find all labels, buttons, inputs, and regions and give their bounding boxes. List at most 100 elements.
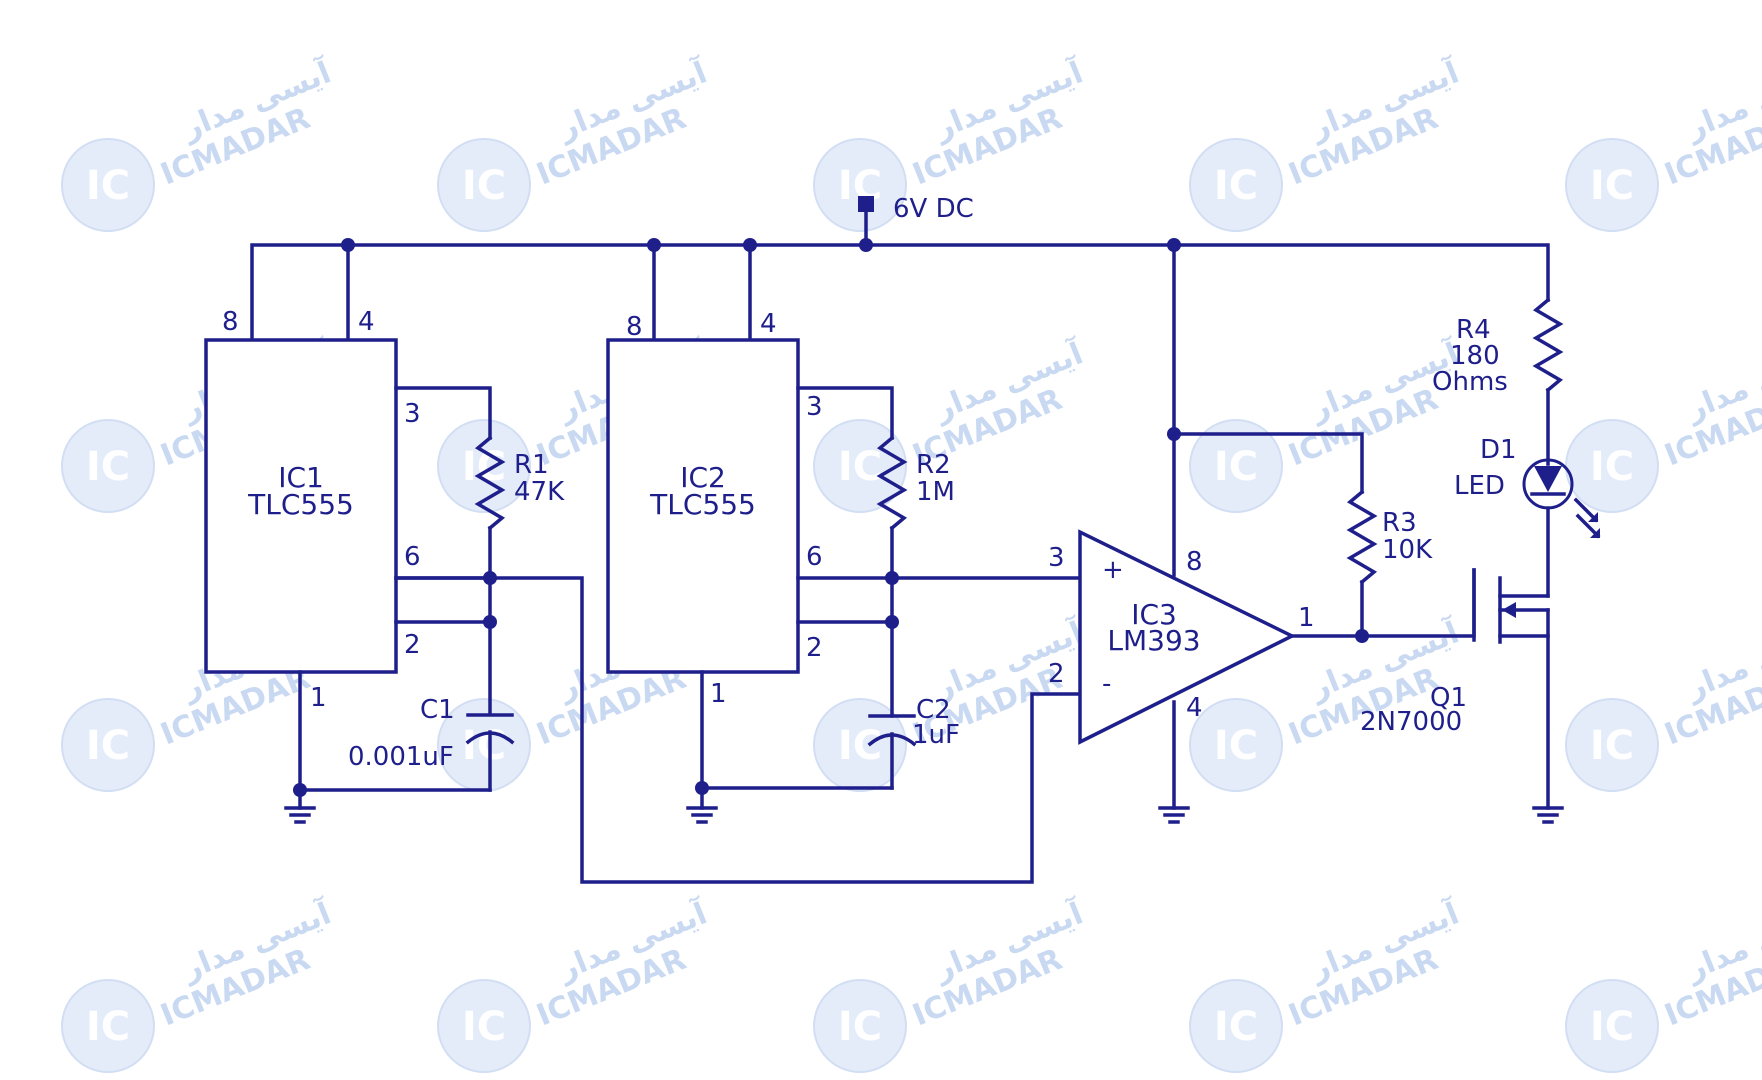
watermark-badge: IC	[86, 723, 130, 769]
r3-value: 10K	[1382, 535, 1433, 565]
junctions	[293, 238, 1369, 797]
watermark-badge: IC	[86, 163, 130, 209]
ic3-pin1: 1	[1298, 603, 1315, 633]
ic2-timer: IC2 TLC555 8 4 3 6 2 1	[606, 309, 823, 709]
ic2-pin2: 2	[806, 633, 823, 663]
c1-value: 0.001uF	[348, 742, 454, 772]
junction-dot	[1167, 427, 1181, 441]
ic3-body	[1078, 529, 1296, 745]
watermark-badge: IC	[86, 444, 130, 490]
ic3-comparator: + - IC3 LM393 3 2 8 4 1	[1048, 529, 1315, 824]
d1-name: D1	[1480, 435, 1517, 465]
r2-name: R2	[916, 450, 951, 480]
ic3-minus: -	[1102, 669, 1111, 699]
ic2-pin4: 4	[760, 309, 777, 339]
junction-dot	[483, 615, 497, 629]
r1-resistor	[474, 435, 506, 531]
watermark-badge: IC	[1214, 444, 1258, 490]
ic2-pin6: 6	[806, 542, 823, 572]
r4-resistor	[1532, 297, 1564, 393]
ic3-pin3: 3	[1048, 543, 1065, 573]
ic1-pin1: 1	[310, 683, 327, 713]
supply-rail: 6V DC	[250, 194, 1550, 577]
junction-dot	[885, 571, 899, 585]
ic1-pin6: 6	[404, 542, 421, 572]
watermark-badge: IC	[1214, 163, 1258, 209]
junction-dot	[483, 571, 497, 585]
watermark-badge: IC	[1214, 1004, 1258, 1050]
ic2-body	[606, 338, 800, 674]
r2-value: 1M	[916, 477, 955, 507]
junction-dot	[1167, 238, 1181, 252]
junction-dot	[293, 783, 307, 797]
ic1-timer: IC1 TLC555 8 4 3 6 2 1	[204, 307, 421, 713]
junction-dot	[695, 781, 709, 795]
junction-dot	[647, 238, 661, 252]
d1-emission-arrow	[1573, 497, 1599, 523]
ic2-pin1: 1	[710, 679, 727, 709]
d1-value: LED	[1454, 471, 1505, 501]
ic1-pin3: 3	[404, 399, 421, 429]
watermark-badge: IC	[1590, 1004, 1634, 1050]
junction-dot	[743, 238, 757, 252]
q1-value: 2N7000	[1360, 707, 1462, 737]
r4-value-line1: 180	[1450, 341, 1500, 371]
r1-value: 47K	[514, 477, 565, 507]
ic2-pin8: 8	[626, 312, 643, 342]
junction-dot	[859, 238, 873, 252]
c2-name: C2	[916, 695, 951, 725]
watermark-badge: IC	[838, 444, 882, 490]
ic3-name: IC3	[1131, 598, 1177, 631]
d1-led	[1534, 466, 1562, 492]
watermark-badge: IC	[838, 723, 882, 769]
led-driver: R4 180 Ohms D1 LED Q1 2N7000	[1360, 297, 1601, 824]
r2-resistor	[876, 435, 908, 531]
ic2-network: R2 1M C2 1uF	[686, 386, 1082, 824]
ic1-pin8: 8	[222, 307, 239, 337]
ic3-pin2: 2	[1048, 659, 1065, 689]
watermark-badge: IC	[1214, 723, 1258, 769]
r4-name: R4	[1456, 315, 1491, 345]
watermark-badge: IC	[1590, 444, 1634, 490]
q1-name: Q1	[1430, 683, 1467, 713]
ic1-network: R1 47K C1 0.001uF	[284, 386, 565, 824]
supply-terminal	[858, 196, 874, 212]
c2-value: 1uF	[912, 720, 960, 750]
ic3-part: LM393	[1107, 624, 1200, 657]
ic2-part: TLC555	[649, 488, 756, 521]
watermark-badge: IC	[462, 163, 506, 209]
junction-dot	[1355, 629, 1369, 643]
ic1-part: TLC555	[247, 488, 354, 521]
ic1-pin2: 2	[404, 630, 421, 660]
r3-name: R3	[1382, 508, 1417, 538]
supply-label: 6V DC	[893, 194, 974, 224]
junction-dot	[341, 238, 355, 252]
r4-value-line2: Ohms	[1432, 367, 1508, 397]
ic1-body	[204, 338, 398, 674]
ic1-name: IC1	[278, 461, 324, 494]
ic2-pin3: 3	[806, 392, 823, 422]
ic3-plus: +	[1102, 555, 1124, 585]
ic1-to-ic3-wire	[394, 576, 1082, 884]
watermark-badge: IC	[462, 1004, 506, 1050]
watermark-badge: IC	[86, 1004, 130, 1050]
ic1-pin4: 4	[358, 307, 375, 337]
watermark-badge: IC	[1590, 723, 1634, 769]
ic3-pin8: 8	[1186, 547, 1203, 577]
watermark-badge: IC	[1590, 163, 1634, 209]
junction-dot	[885, 615, 899, 629]
r3-resistor	[1346, 489, 1378, 585]
ic2-name: IC2	[680, 461, 726, 494]
